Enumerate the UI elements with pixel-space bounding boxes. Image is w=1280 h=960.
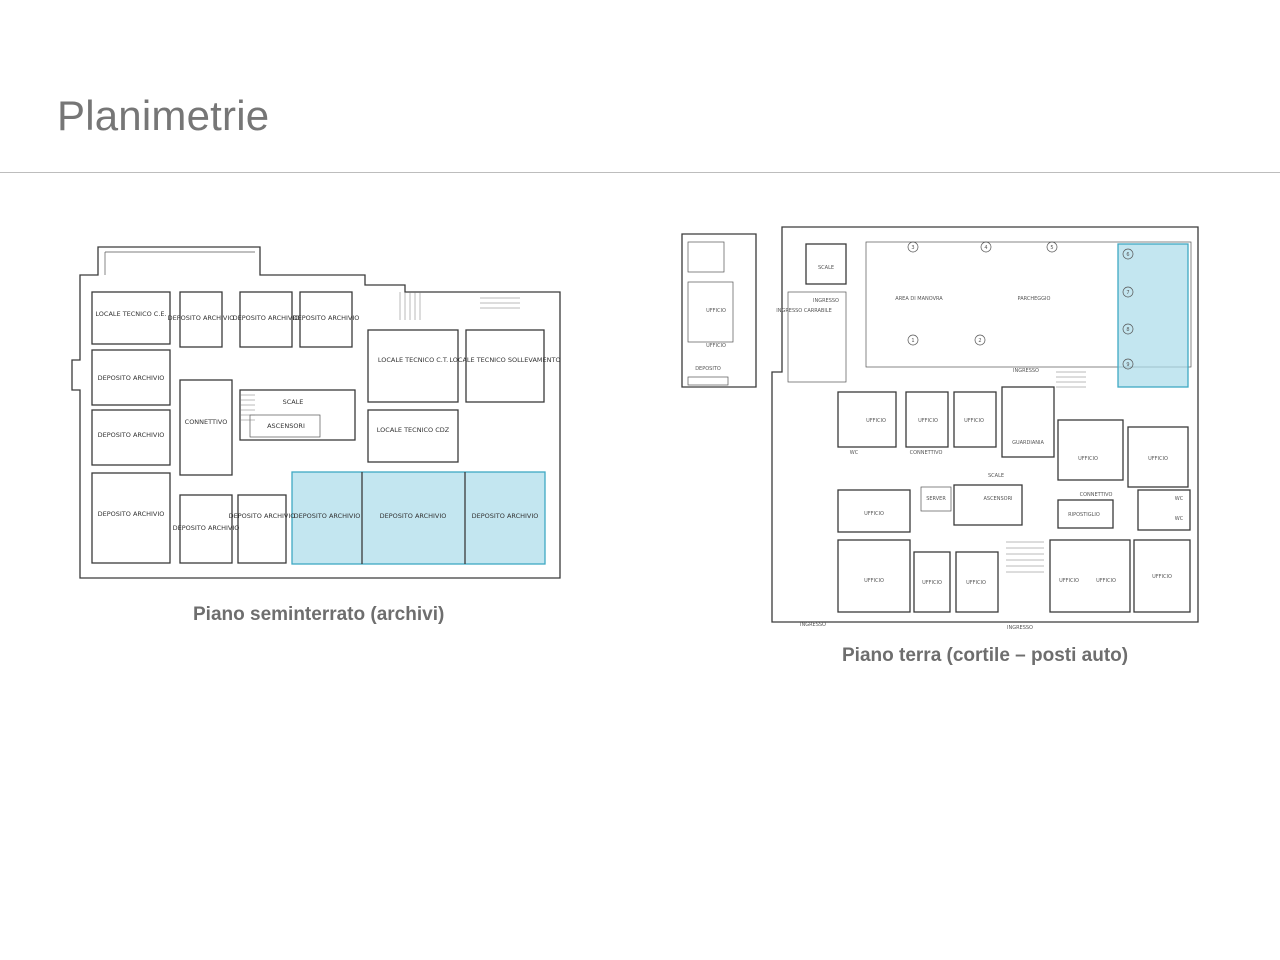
room-label: DEPOSITO ARCHIVIO [293, 314, 360, 322]
room-label: WC [850, 450, 859, 456]
room-label: UFFICIO [1059, 578, 1079, 584]
room-label: UFFICIO [864, 511, 884, 517]
room-label: WC [1175, 516, 1184, 522]
room-label: DEPOSITO ARCHIVIO [233, 314, 300, 322]
room-label: DEPOSITO ARCHIVIO [168, 314, 235, 322]
parking-number: 9 [1126, 362, 1129, 368]
title-divider [0, 172, 1280, 173]
basement-plan-drawing: LOCALE TECNICO C.E. DEPOSITO ARCHIVIO DE… [71, 246, 561, 579]
room-label: UFFICIO [922, 580, 942, 586]
room-label: UFFICIO [964, 418, 984, 424]
basement-floor-plan: LOCALE TECNICO C.E. DEPOSITO ARCHIVIO DE… [60, 240, 565, 585]
room-label: GUARDIANIA [1012, 440, 1044, 446]
room-label: RIPOSTIGLIO [1068, 512, 1100, 518]
room-label: LOCALE TECNICO C.E. [95, 310, 166, 318]
room-label: UFFICIO [706, 343, 726, 349]
room-label: LOCALE TECNICO CDZ [377, 426, 450, 434]
room-label: SCALE [283, 398, 304, 406]
parking-number: 7 [1126, 290, 1129, 296]
room-label: UFFICIO [706, 308, 726, 314]
room-label: DEPOSITO ARCHIVIO [173, 524, 240, 532]
room-label: DEPOSITO ARCHIVIO [380, 512, 447, 520]
ground-floor-caption: Piano terra (cortile – posti auto) [842, 645, 1129, 666]
slide-title: Planimetrie [57, 92, 270, 139]
parking-number: 1 [911, 338, 914, 344]
room-label: SCALE [818, 265, 834, 271]
room-label: LOCALE TECNICO SOLLEVAMENTO [449, 356, 560, 364]
room-label: SCALE [988, 473, 1004, 479]
parking-number-markers: 1 2 3 4 5 6 7 8 9 [907, 241, 1134, 370]
room-label: UFFICIO [866, 418, 886, 424]
basement-caption: Piano seminterrato (archivi) [193, 604, 445, 625]
room-label: INGRESSO [1007, 625, 1033, 631]
room-label: DEPOSITO ARCHIVIO [472, 512, 539, 520]
parking-number: 6 [1126, 252, 1129, 258]
room-label: INGRESSO [813, 298, 839, 304]
parking-number: 8 [1126, 327, 1129, 333]
room-label: DEPOSITO ARCHIVIO [229, 512, 296, 520]
room-label: CONNETTIVO [910, 450, 943, 456]
room-label: DEPOSITO [695, 366, 721, 372]
room-label: UFFICIO [1096, 578, 1116, 584]
room-label: PARCHEGGIO [1018, 296, 1051, 302]
room-label: UFFICIO [1078, 456, 1098, 462]
room-label: UFFICIO [918, 418, 938, 424]
ground-floor-plan-drawing: 1 2 3 4 5 6 7 8 9 SCALE INGRESSO INGRESS… [681, 226, 1199, 631]
room-label: DEPOSITO ARCHIVIO [294, 512, 361, 520]
room-label: DEPOSITO ARCHIVIO [98, 431, 165, 439]
ground-floor-plan: 1 2 3 4 5 6 7 8 9 SCALE INGRESSO INGRESS… [676, 222, 1204, 634]
room-label: INGRESSO [800, 622, 826, 628]
room-label: ASCENSORI [983, 496, 1012, 502]
room-label: SERVER [926, 496, 946, 502]
room-label: CONNETTIVO [1080, 492, 1113, 498]
room-label: AREA DI MANOVRA [895, 296, 943, 302]
room-label: DEPOSITO ARCHIVIO [98, 374, 165, 382]
room-label: INGRESSO [1013, 368, 1039, 374]
parking-number: 2 [978, 338, 981, 344]
room-label: LOCALE TECNICO C.T. [378, 356, 448, 364]
room-label: INGRESSO CARRABILE [776, 308, 832, 314]
archive-highlight-area [291, 471, 546, 565]
room-label: ASCENSORI [267, 422, 305, 430]
room-label: DEPOSITO ARCHIVIO [98, 510, 165, 518]
parking-number: 4 [984, 245, 987, 251]
room-label: WC [1175, 496, 1184, 502]
room-label: UFFICIO [966, 580, 986, 586]
room-label: CONNETTIVO [185, 418, 228, 426]
room-label: UFFICIO [1152, 574, 1172, 580]
parking-number: 3 [911, 245, 914, 251]
parking-number: 5 [1050, 245, 1053, 251]
room-label: UFFICIO [864, 578, 884, 584]
parking-highlight-area [1117, 243, 1189, 388]
room-label: UFFICIO [1148, 456, 1168, 462]
